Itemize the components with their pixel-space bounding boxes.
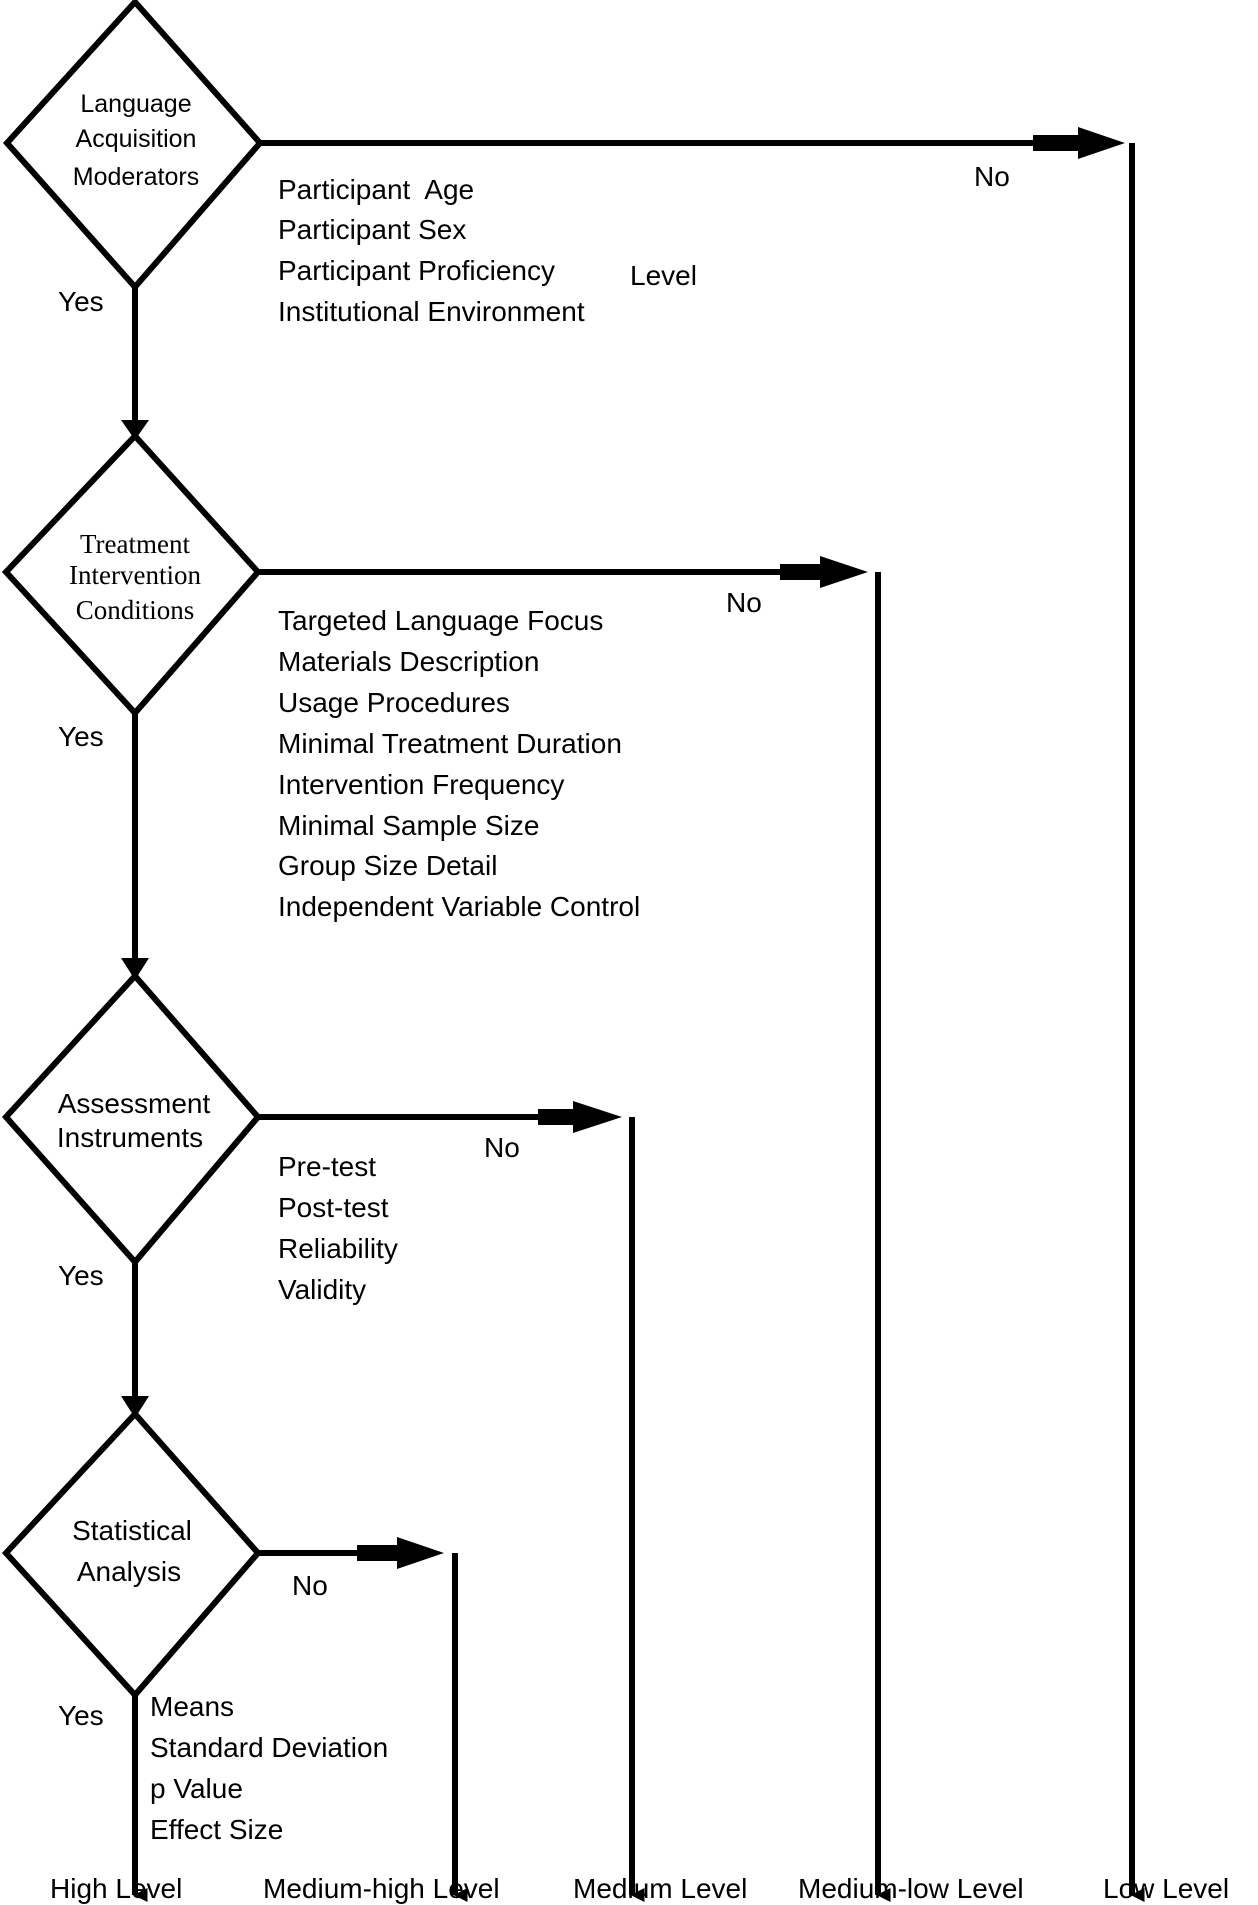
yes-label-2: Yes <box>58 721 104 752</box>
no-arrow-shaft-3 <box>538 1109 573 1125</box>
decision-diamond-statistical-analysis <box>1 1409 262 1700</box>
no-arrow-shaft-4 <box>357 1545 397 1561</box>
no-arrow-head-2 <box>820 556 868 588</box>
criteria-item: Independent Variable Control <box>278 891 640 922</box>
no-label-2: No <box>726 587 762 618</box>
yes-arrow-head-2 <box>121 958 149 980</box>
criteria-item: Post-test <box>278 1192 389 1223</box>
criteria-item: Validity <box>278 1274 366 1305</box>
no-arrow-shaft-2 <box>780 564 820 580</box>
no-arrow-head-3 <box>573 1101 622 1133</box>
decision-label-line: Instruments <box>57 1122 203 1153</box>
criteria-item: Intervention Frequency <box>278 769 564 800</box>
criteria-item: Means <box>150 1691 234 1722</box>
decision-label-line: Analysis <box>77 1556 181 1587</box>
criteria-item: Participant Age <box>278 174 474 205</box>
outcome-label-medium-high: Medium-high Level <box>263 1873 500 1904</box>
no-label-4: No <box>292 1570 328 1601</box>
criteria-item: Targeted Language Focus <box>278 605 603 636</box>
decision-label-line: Intervention <box>69 560 201 590</box>
criteria-item: Effect Size <box>150 1814 283 1845</box>
decision-label-line: Acquisition <box>76 125 197 153</box>
yes-label-1: Yes <box>58 286 104 317</box>
no-arrow-head-1 <box>1078 127 1125 159</box>
criteria-item: Pre-test <box>278 1151 376 1182</box>
decision-label-line: Treatment <box>80 529 190 559</box>
criteria-item: p Value <box>150 1773 243 1804</box>
criteria-item: Minimal Sample Size <box>278 810 539 841</box>
decision-label-line: Language <box>80 90 191 118</box>
no-label-1: No <box>974 161 1010 192</box>
no-arrow-head-4 <box>397 1537 444 1569</box>
criteria-item: Minimal Treatment Duration <box>278 728 622 759</box>
outcome-label-medium-low: Medium-low Level <box>798 1873 1024 1904</box>
no-label-3: No <box>484 1132 520 1163</box>
no-arrow-shaft-1 <box>1033 135 1078 151</box>
yes-label-4: Yes <box>58 1700 104 1731</box>
outcome-label-high: High Level <box>50 1873 182 1904</box>
criteria-item: Group Size Detail <box>278 850 497 881</box>
yes-label-3: Yes <box>58 1260 104 1291</box>
decision-label-line: Conditions <box>76 595 195 625</box>
decision-label-line: Statistical <box>72 1515 192 1546</box>
yes-arrow-head-3 <box>121 1396 149 1418</box>
decision-label-line: Moderators <box>73 163 199 191</box>
criteria-item: Standard Deviation <box>150 1732 388 1763</box>
decision-diamond-assessment-instruments <box>1 971 262 1267</box>
criteria-item: Institutional Environment <box>278 296 585 327</box>
yes-arrow-head-1 <box>121 420 149 440</box>
decision-label-line: Assessment <box>58 1088 211 1119</box>
criteria-item: Usage Procedures <box>278 687 510 718</box>
criteria-item: Participant Proficiency <box>278 255 555 286</box>
outcome-label-low: Low Level <box>1103 1873 1229 1904</box>
criteria-item-suffix: Level <box>630 260 697 291</box>
outcome-label-medium: Medium Level <box>573 1873 747 1904</box>
criteria-item: Materials Description <box>278 646 539 677</box>
criteria-item: Reliability <box>278 1233 398 1264</box>
criteria-item: Participant Sex <box>278 214 466 245</box>
